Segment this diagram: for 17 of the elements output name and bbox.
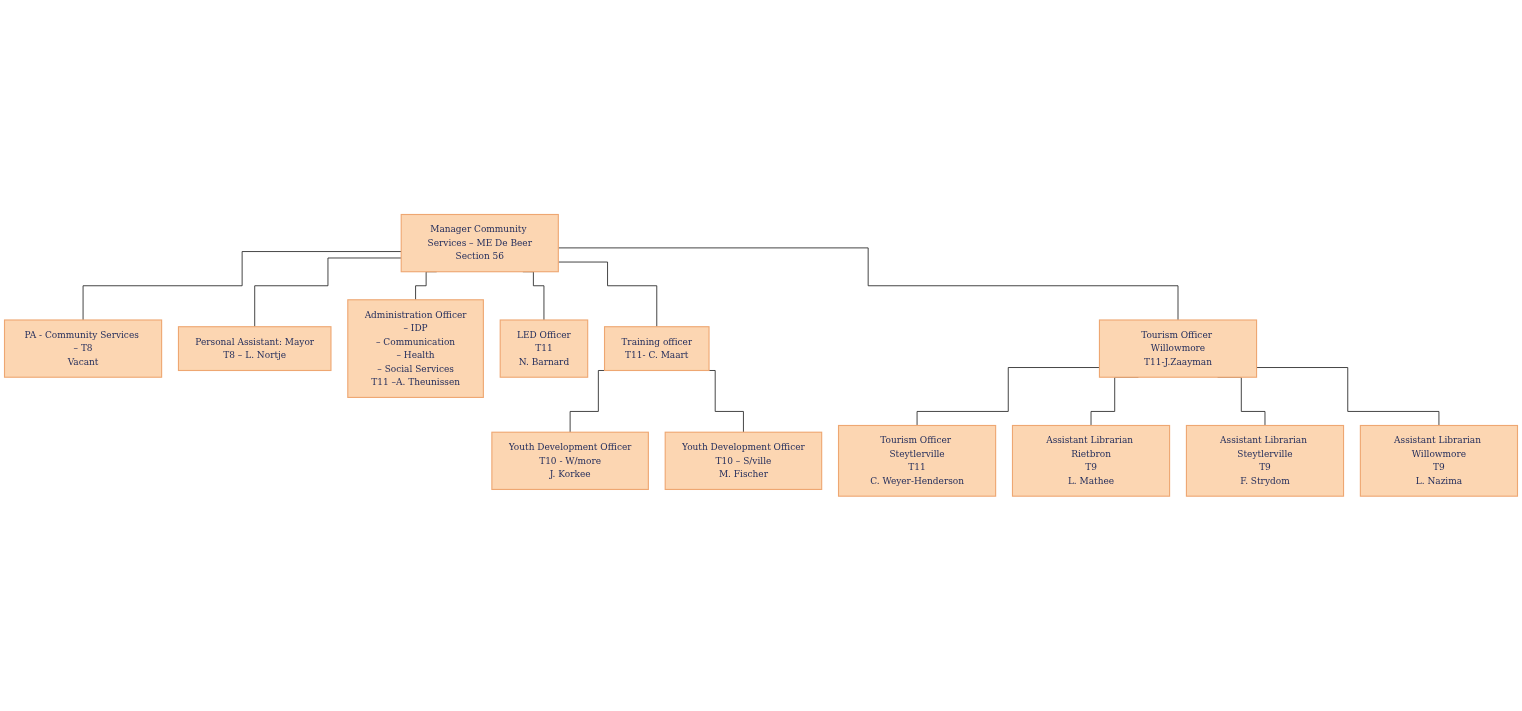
node-box: Personal Assistant: Mayor T8 – L. Nortje [177,326,332,372]
node-box: Manager Community Services – ME De Beer Section 56 [400,214,559,273]
node-box: Tourism Officer Steytlerville T11 C. Weyer-Henderson [837,425,997,497]
node-box: Training officer T11- C. Maart [603,326,710,372]
connector [82,251,402,321]
node-box: Tourism Officer Willowmore T11-J.Zaayman [1098,319,1258,378]
node-box: Administration Officer – IDP – Communication – Health – Social Services T11 –A. Theunissen [347,299,484,399]
node-box: Assistant Librarian Rietbron T9 L. Mathee [1011,425,1171,497]
node-box: Assistant Librarian Willowmore T9 L. Nazima [1359,425,1519,497]
connector [1256,367,1440,427]
connector [916,367,1100,427]
node-box: Youth Development Officer T10 – S/ville M. Fischer [664,431,823,491]
node-box: Assistant Librarian Steytlerville T9 F. Strydom [1185,425,1345,497]
node-box: Youth Development Officer T10 - W/more J. Korkee [491,431,649,491]
connector [254,257,402,328]
node-box: PA - Community Services – T8 Vacant [3,319,163,378]
node-box: LED Officer T11 N. Barnard [499,319,589,378]
